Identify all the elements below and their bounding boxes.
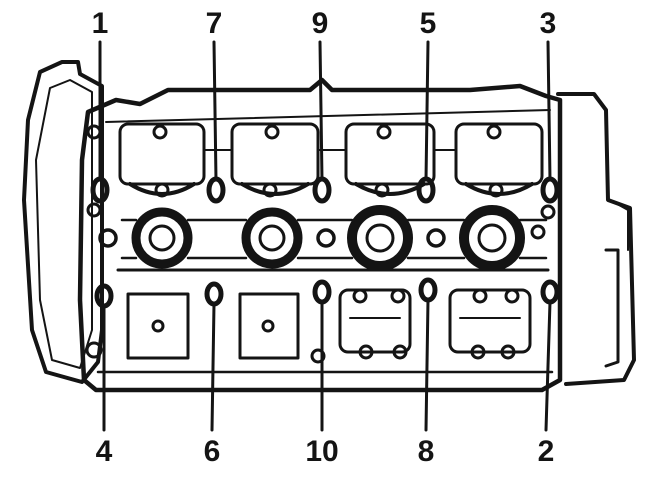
spark-plug-wells (131, 205, 525, 271)
gallery-ribs (116, 218, 550, 272)
oil-bosses (98, 228, 446, 248)
lower-pads (126, 292, 300, 360)
head-bolts (90, 176, 560, 309)
head-end-plate-flange (604, 248, 620, 368)
head-end-plate-tab (609, 199, 629, 251)
callout-label-top-5: 3 (539, 7, 557, 40)
callout-leaders (98, 40, 552, 432)
callout-label-bottom-5: 2 (537, 435, 555, 468)
camshaft-journals (118, 122, 544, 196)
callout-label-bottom-2: 6 (203, 435, 221, 468)
cylinder-head-inner-edge (105, 109, 551, 123)
callout-label-top-1: 1 (91, 7, 109, 40)
lower-journals (338, 288, 532, 360)
head-end-plate (556, 92, 636, 386)
callout-label-top-3: 9 (311, 7, 329, 40)
callout-label-bottom-1: 4 (95, 435, 113, 468)
head-rear-housing (22, 60, 104, 384)
head-rear-housing-inner (35, 79, 93, 369)
callout-label-bottom-3: 10 (305, 435, 339, 468)
callout-label-top-4: 5 (419, 7, 437, 40)
callout-label-top-2: 7 (205, 7, 223, 40)
cylinder-head-outline (77, 77, 563, 393)
callout-label-bottom-4: 8 (417, 435, 435, 468)
cap-bolts (85, 124, 556, 364)
